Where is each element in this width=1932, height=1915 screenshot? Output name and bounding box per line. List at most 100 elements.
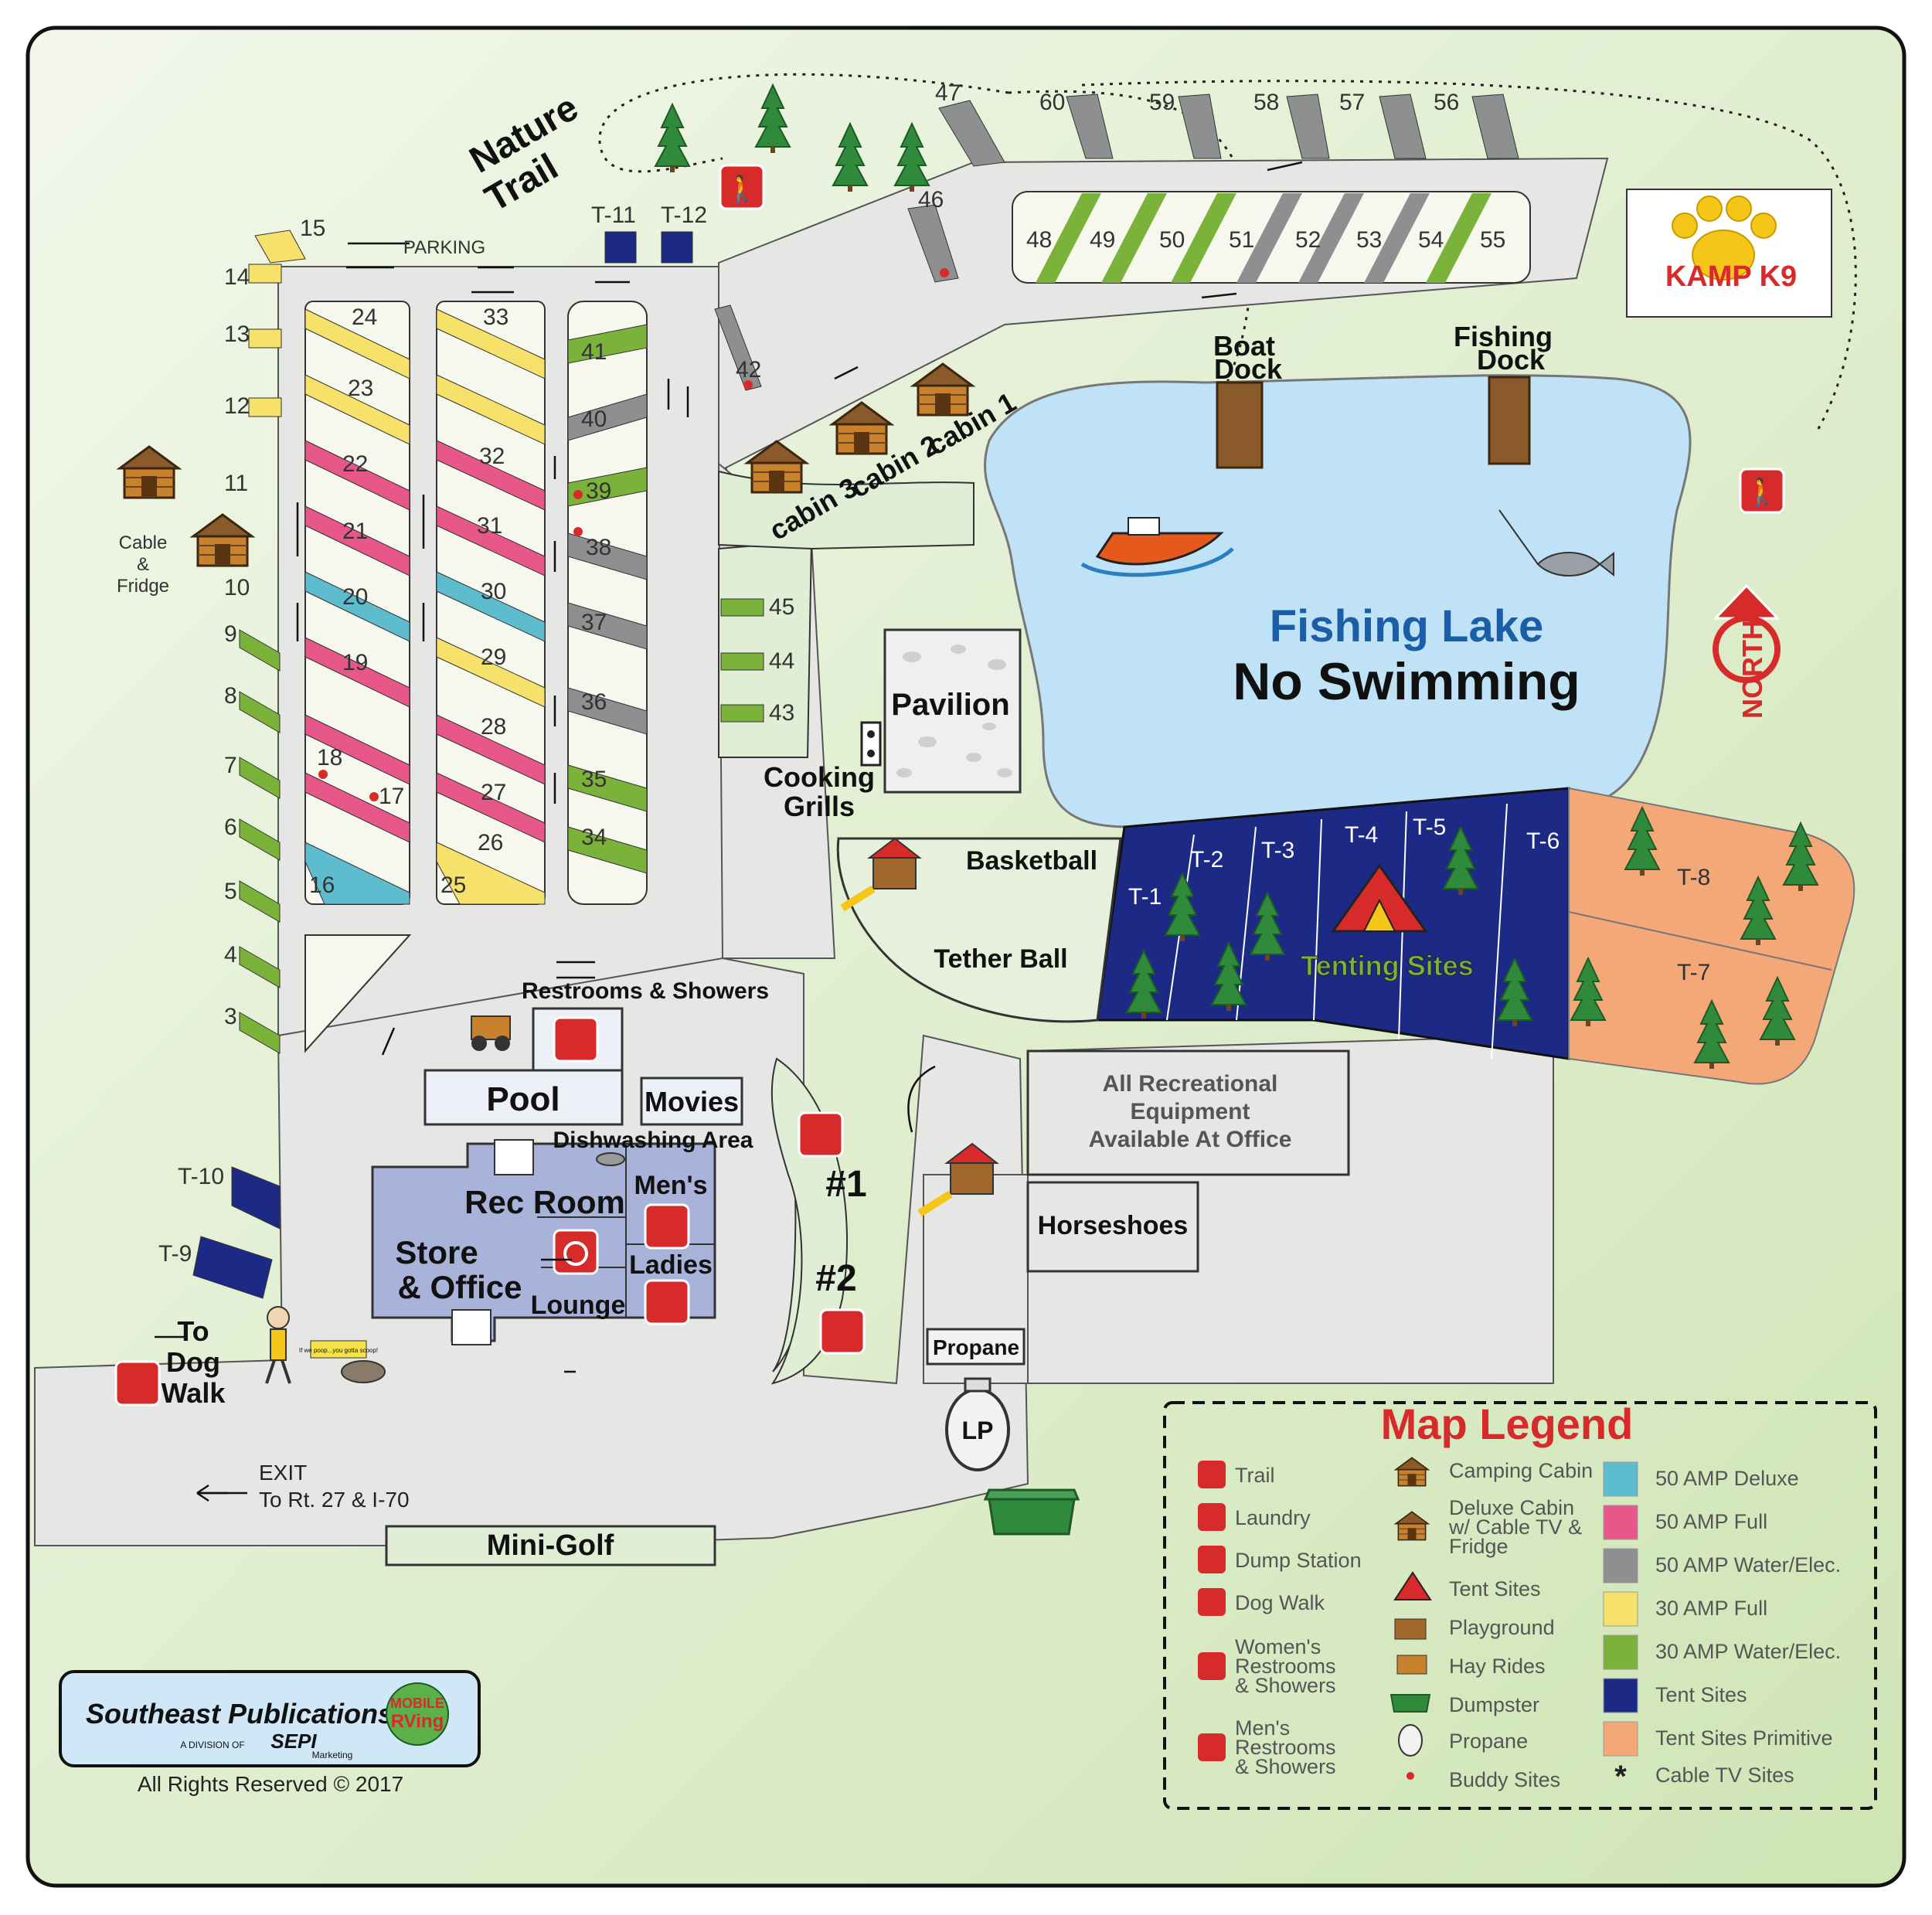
lake-subtitle: No Swimming bbox=[1233, 652, 1580, 711]
svg-text:Cable TV Sites: Cable TV Sites bbox=[1655, 1764, 1794, 1787]
svg-text:60: 60 bbox=[1039, 90, 1065, 115]
fishing-lake bbox=[984, 374, 1692, 828]
svg-text:To Rt. 27 & I-70: To Rt. 27 & I-70 bbox=[259, 1488, 410, 1512]
pool-label: Pool bbox=[486, 1080, 560, 1118]
svg-text:47: 47 bbox=[935, 80, 961, 106]
svg-text:31: 31 bbox=[477, 513, 502, 539]
pavilion-label: Pavilion bbox=[891, 688, 1009, 722]
row3-labels: 41 40 39 38 37 36 35 34 bbox=[581, 339, 611, 850]
svg-text:To: To bbox=[177, 1315, 209, 1347]
store-label-2: & Office bbox=[397, 1269, 522, 1305]
svg-text:Restrooms: Restrooms bbox=[1235, 1736, 1336, 1759]
svg-text:T-6: T-6 bbox=[1526, 828, 1560, 854]
nature-trail-path bbox=[598, 73, 1253, 481]
dock-labels: Boat Dock Fishing Dock bbox=[1213, 321, 1553, 385]
svg-text:&: & bbox=[137, 554, 149, 575]
map-legend bbox=[1163, 1401, 1877, 1810]
row2-labels: 33 32 31 30 29 28 27 26 25 bbox=[440, 304, 509, 898]
svg-text:Dog: Dog bbox=[166, 1346, 220, 1378]
dog-sign bbox=[310, 1340, 367, 1359]
playground-icon bbox=[840, 837, 922, 912]
svg-text:56: 56 bbox=[1434, 90, 1459, 115]
svg-text:Men's: Men's bbox=[1235, 1716, 1290, 1740]
svg-text:12: 12 bbox=[224, 393, 250, 419]
svg-text:58: 58 bbox=[1253, 90, 1279, 115]
svg-text:26: 26 bbox=[478, 830, 503, 855]
svg-text:29: 29 bbox=[481, 645, 506, 670]
lake-title: Fishing Lake bbox=[1270, 601, 1544, 651]
svg-text:w/ Cable TV &: w/ Cable TV & bbox=[1448, 1515, 1582, 1539]
svg-text:SEPI: SEPI bbox=[270, 1730, 317, 1753]
svg-text:19: 19 bbox=[342, 650, 368, 675]
svg-text:34: 34 bbox=[581, 825, 607, 850]
propane-label: Propane bbox=[933, 1335, 1019, 1359]
svg-text:36: 36 bbox=[581, 689, 607, 715]
dumpster-icon bbox=[983, 1488, 1080, 1536]
svg-text:24: 24 bbox=[352, 304, 377, 330]
svg-text:Restrooms: Restrooms bbox=[1235, 1655, 1336, 1678]
svg-text:A DIVISION OF: A DIVISION OF bbox=[180, 1740, 244, 1750]
tent-top-labels: T-11 T-12 bbox=[591, 202, 707, 228]
kamp-k9-text: KAMP K9 bbox=[1665, 260, 1797, 293]
svg-text:46: 46 bbox=[918, 187, 944, 213]
svg-text:50 AMP Deluxe: 50 AMP Deluxe bbox=[1655, 1467, 1799, 1490]
svg-text:Laundry: Laundry bbox=[1235, 1506, 1311, 1529]
svg-text:Available At Office: Available At Office bbox=[1089, 1127, 1292, 1152]
svg-text:Dock: Dock bbox=[1477, 344, 1546, 376]
tent-icon bbox=[1331, 863, 1428, 933]
svg-text:50 AMP Full: 50 AMP Full bbox=[1655, 1510, 1767, 1533]
svg-text:30 AMP Full: 30 AMP Full bbox=[1655, 1597, 1767, 1620]
svg-text:& Showers: & Showers bbox=[1235, 1755, 1336, 1778]
svg-text:Marketing: Marketing bbox=[312, 1750, 353, 1760]
svg-text:T-7: T-7 bbox=[1677, 960, 1710, 985]
svg-text:16: 16 bbox=[309, 872, 335, 898]
svg-text:23: 23 bbox=[348, 376, 373, 401]
tent-orange-labels: T-8 T-7 bbox=[1677, 865, 1710, 985]
hay-ride-icon bbox=[471, 1015, 511, 1051]
pavilion-stones bbox=[896, 645, 1012, 777]
svg-text:Buddy Sites: Buddy Sites bbox=[1449, 1768, 1560, 1791]
svg-text:9: 9 bbox=[224, 621, 237, 647]
svg-text:41: 41 bbox=[581, 339, 607, 365]
svg-text:17: 17 bbox=[379, 784, 404, 809]
svg-text:Boat: Boat bbox=[1213, 330, 1275, 362]
side-sites bbox=[604, 231, 764, 723]
tether-ball-label: Tether Ball bbox=[934, 944, 1067, 974]
grills-label-2: Grills bbox=[784, 791, 855, 822]
loop-site-stripes bbox=[1036, 193, 1492, 283]
lounge-label: Lounge bbox=[531, 1291, 626, 1320]
row2-sites bbox=[436, 308, 546, 905]
svg-text:27: 27 bbox=[481, 780, 506, 805]
svg-text:T-5: T-5 bbox=[1413, 815, 1446, 840]
legend-col3: * 50 AMP Deluxe 50 AMP Full 50 AMP Water… bbox=[1603, 1461, 1841, 1794]
svg-text:45: 45 bbox=[769, 594, 794, 620]
parking-label: PARKING bbox=[403, 237, 485, 258]
svg-text:Tent Sites: Tent Sites bbox=[1655, 1683, 1747, 1706]
loop-site-labels: 48 49 50 51 52 53 54 55 bbox=[1026, 227, 1505, 253]
top-spurs bbox=[714, 94, 1519, 391]
svg-text:14: 14 bbox=[224, 264, 250, 290]
svg-text:44: 44 bbox=[769, 648, 794, 674]
rec-equipment-box bbox=[1026, 1049, 1350, 1176]
row3-sites bbox=[567, 324, 648, 874]
svg-text:21: 21 bbox=[342, 519, 368, 544]
mini-golf-label: Mini-Golf bbox=[487, 1529, 614, 1562]
svg-text:40: 40 bbox=[581, 406, 607, 432]
svg-text:43: 43 bbox=[769, 700, 794, 726]
svg-text:MOBILE: MOBILE bbox=[390, 1696, 444, 1711]
svg-text:🚶: 🚶 bbox=[726, 174, 758, 204]
dump-station-icon bbox=[798, 1111, 844, 1158]
propane-box bbox=[926, 1328, 1026, 1366]
svg-text:6: 6 bbox=[224, 815, 237, 840]
svg-text:30: 30 bbox=[481, 579, 506, 604]
svg-text:Tent Sites Primitive: Tent Sites Primitive bbox=[1655, 1726, 1833, 1750]
playground-icon-2 bbox=[917, 1142, 999, 1217]
svg-text:Equipment: Equipment bbox=[1131, 1099, 1250, 1124]
svg-text:*: * bbox=[1614, 1760, 1627, 1794]
movies-building bbox=[640, 1077, 743, 1126]
cooking-grills-icon bbox=[860, 721, 882, 767]
roadside-labels: 15 14 13 12 11 10 9 8 7 6 5 4 3 bbox=[224, 216, 325, 1029]
buddy-site-dots bbox=[318, 268, 949, 801]
boat-dock bbox=[1216, 381, 1264, 469]
svg-text:38: 38 bbox=[586, 535, 611, 560]
